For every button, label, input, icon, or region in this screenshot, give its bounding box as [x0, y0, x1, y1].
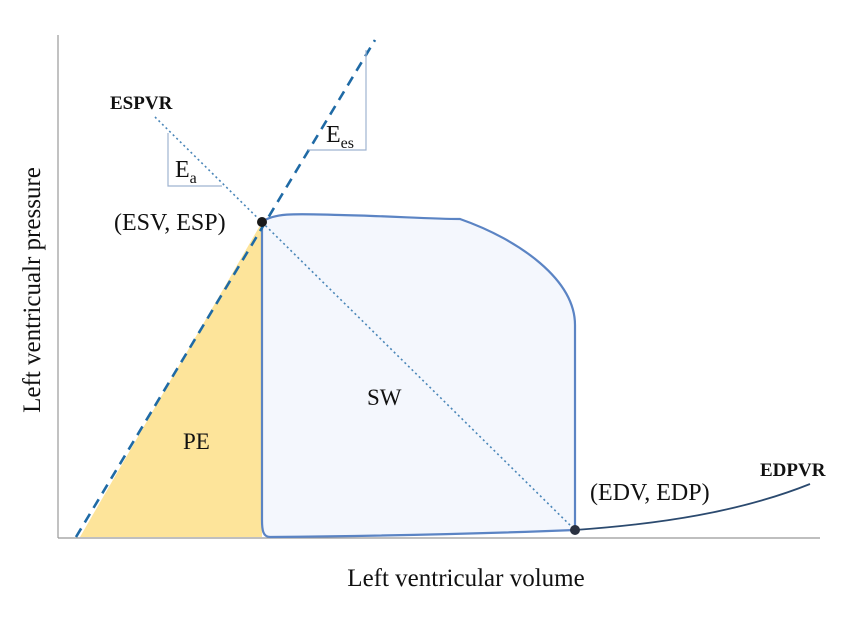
pe-area [80, 222, 262, 537]
espvr-line [74, 39, 377, 538]
y-axis-label: Left ventricualr pressure [19, 167, 46, 413]
pe-label: PE [183, 429, 210, 454]
ea-triangle [167, 133, 222, 187]
ea-line [154, 116, 576, 531]
sw-loop [260, 213, 577, 539]
x-axis-label: Left ventricular volume [347, 565, 584, 592]
sw-label: SW [367, 385, 402, 410]
esp-point [257, 217, 267, 227]
ees-label: Ees [326, 122, 354, 152]
edv-edp-label: (EDV, EDP) [590, 480, 710, 506]
ea-label: Ea [175, 157, 197, 187]
esv-esp-label: (ESV, ESP) [114, 210, 226, 236]
ees-triangle [308, 50, 367, 151]
edp-point [570, 525, 580, 535]
edpvr-label: EDPVR [760, 460, 826, 481]
edpvr-curve [574, 483, 811, 531]
espvr-label: ESPVR [110, 93, 173, 114]
